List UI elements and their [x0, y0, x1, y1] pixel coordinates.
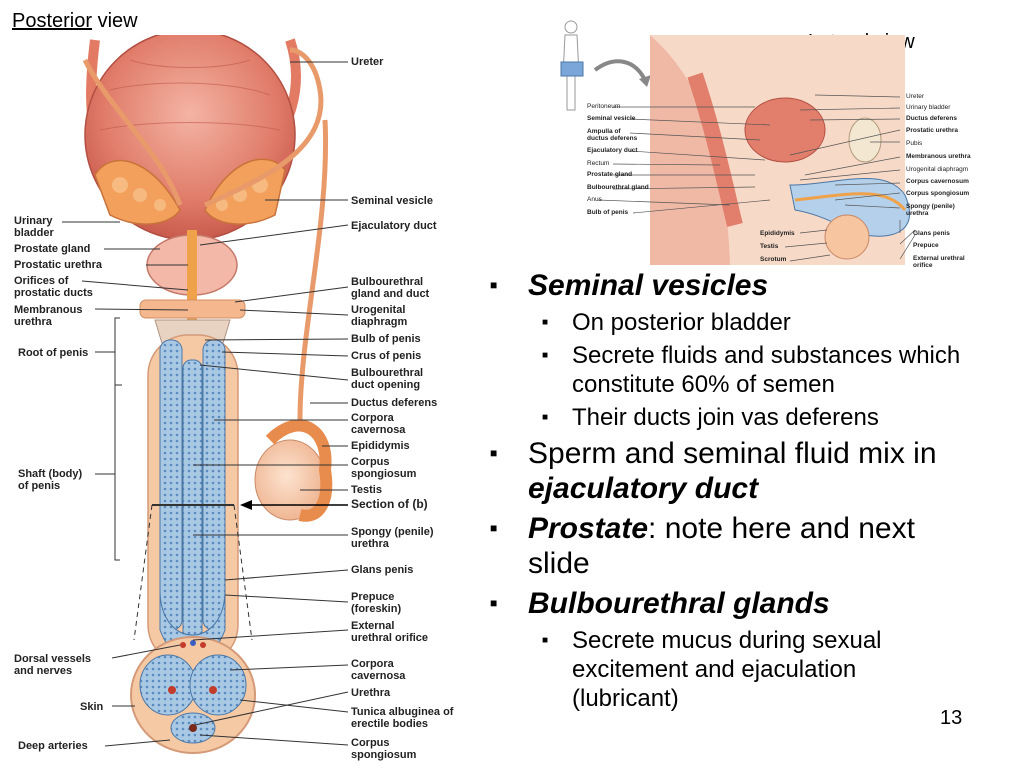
label-external-urethral-orifice: External urethral orifice	[351, 620, 429, 644]
bullet-list: Seminal vesicles On posterior bladder Se…	[490, 268, 990, 717]
label-bulb-of-penis: Bulb of penis	[351, 333, 421, 345]
label-tunica-albuginea: Tunica albuginea of erectile bodies	[351, 706, 454, 730]
label-prepuce: Prepuce (foreskin)	[351, 591, 402, 615]
label-testis: Testis	[351, 484, 382, 496]
lat-label-scrotum: Scrotum	[760, 256, 787, 263]
page-number: 13	[940, 707, 963, 729]
bullet-bulbourethral-glands: Bulbourethral glands	[490, 586, 990, 621]
sub-bullet-secrete-fluids: Secrete fluids and substances which cons…	[490, 341, 962, 399]
label-prostate-gland: Prostate gland	[14, 243, 91, 255]
label-skin: Skin	[80, 701, 104, 713]
label-xs-corpus-spongiosum: Corpus spongiosum	[351, 737, 417, 761]
label-prostatic-urethra: Prostatic urethra	[14, 259, 103, 271]
sub-bullet-posterior-bladder: On posterior bladder	[490, 308, 990, 337]
lat-label-ampulla: Ampulla of ductus deferens	[587, 128, 638, 142]
posterior-view-title: Posterior view	[12, 10, 138, 32]
lat-label-peritoneum: Peritoneum	[587, 103, 621, 110]
lat-label-glans-penis: Glans penis	[913, 230, 950, 237]
lat-label-seminal-vesicle: Seminal vesicle	[587, 115, 636, 122]
label-epididymis: Epididymis	[351, 440, 410, 452]
lat-label-bulb-of-penis: Bulb of penis	[587, 209, 629, 216]
lat-label-pubis: Pubis	[906, 140, 923, 147]
label-glans-penis: Glans penis	[351, 564, 414, 576]
bullet-prostate: Prostate: note here and next slide	[490, 511, 978, 581]
label-ductus-deferens: Ductus deferens	[351, 397, 438, 409]
curved-arrow-icon	[593, 59, 647, 81]
label-section-of-b: Section of (b)	[351, 497, 428, 511]
label-urethra: Urethra	[351, 687, 391, 699]
posterior-anatomy-illustration	[62, 35, 349, 754]
label-ureter: Ureter	[351, 56, 384, 68]
label-ejaculatory-duct: Ejaculatory duct	[351, 220, 437, 232]
label-dorsal-vessels: Dorsal vessels and nerves	[14, 653, 92, 677]
label-xs-corpora-cavernosa: Corpora cavernosa	[351, 658, 406, 682]
lat-label-epididymis: Epididymis	[760, 230, 795, 237]
lat-label-urogenital-diaphragm: Urogenital diaphragm	[906, 166, 969, 173]
lat-label-membranous-urethra: Membranous urethra	[906, 153, 971, 160]
label-shaft-of-penis: Shaft (body) of penis	[18, 468, 83, 492]
label-seminal-vesicle: Seminal vesicle	[351, 195, 433, 207]
lat-label-bulbourethral-gland: Bulbourethral gland	[587, 184, 649, 191]
label-deep-arteries: Deep arteries	[18, 740, 88, 752]
body-silhouette-icon	[560, 20, 584, 111]
label-bulbourethral-duct-opening: Bulbourethral duct opening	[351, 367, 424, 391]
lat-label-testis: Testis	[760, 243, 779, 250]
label-bulbourethral-gland: Bulbourethral gland and duct	[351, 276, 430, 300]
lat-label-spongy-urethra: Spongy (penile) urethra	[906, 203, 955, 217]
lat-label-ductus-deferens: Ductus deferens	[906, 115, 957, 122]
lat-label-anus: Anus	[587, 196, 602, 203]
label-crus-of-penis: Crus of penis	[351, 350, 422, 362]
sub-bullet-ducts-join: Their ducts join vas deferens	[490, 403, 990, 432]
lat-label-prostatic-urethra: Prostatic urethra	[906, 127, 959, 134]
label-orifices-prostatic-ducts: Orifices of prostatic ducts	[14, 275, 93, 299]
lat-label-rectum: Rectum	[587, 160, 610, 167]
lat-label-urinary-bladder: Urinary bladder	[906, 104, 951, 111]
label-urinary-bladder: Urinary bladder	[14, 215, 54, 239]
label-root-of-penis: Root of penis	[18, 347, 89, 359]
label-corpus-spongiosum: Corpus spongiosum	[351, 456, 417, 480]
lateral-anatomy-illustration	[560, 20, 916, 265]
label-membranous-urethra: Membranous urethra	[14, 304, 83, 328]
label-corpora-cavernosa: Corpora cavernosa	[351, 412, 406, 436]
label-urogenital-diaphragm: Urogenital diaphragm	[351, 304, 408, 328]
bullet-seminal-vesicles: Seminal vesicles	[490, 268, 990, 303]
lat-label-ureter: Ureter	[906, 93, 925, 100]
lat-label-external-urethral-orifice: External urethral orifice	[913, 255, 965, 269]
lat-label-prepuce: Prepuce	[913, 242, 939, 249]
label-spongy-urethra: Spongy (penile) urethra	[351, 526, 434, 550]
lat-label-prostate-gland: Prostate gland	[587, 171, 633, 178]
lat-label-ejaculatory-duct: Ejaculatory duct	[587, 147, 638, 154]
sub-bullet-secrete-mucus: Secrete mucus during sexual excitement a…	[490, 626, 942, 713]
lat-label-corpus-spongiosum: Corpus spongiosum	[906, 190, 970, 197]
lat-label-corpus-cavernosum: Corpus cavernosum	[906, 178, 969, 185]
bullet-sperm-fluid-mix: Sperm and seminal fluid mix in ejaculato…	[490, 436, 968, 506]
